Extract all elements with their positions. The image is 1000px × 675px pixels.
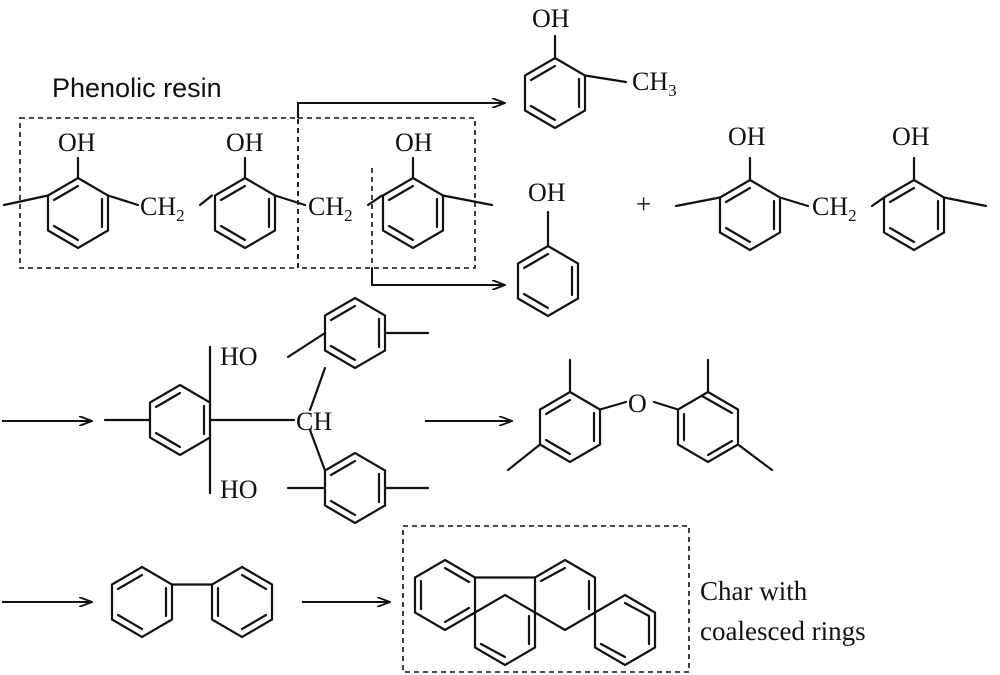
- bisphenol-oh-label-2: OH: [892, 122, 930, 151]
- oh-label-3: OH: [395, 128, 433, 157]
- ch3-label: CH3: [632, 67, 677, 100]
- bisphenol-oh-label-1: OH: [728, 122, 766, 151]
- phenol-molecule: [516, 210, 580, 318]
- bisphenol-ring-2: [882, 156, 988, 252]
- resin-ring-2: [213, 156, 307, 250]
- methylene-upper-ring: [286, 296, 430, 412]
- ch2-label-1: CH2: [140, 192, 185, 225]
- plus-sign: +: [636, 189, 651, 219]
- phenol-oh-label: OH: [528, 178, 566, 207]
- arrow-to-cresol: [297, 103, 505, 118]
- oh-label-2: OH: [226, 128, 264, 157]
- ether-ring-right: [652, 358, 774, 472]
- char-label-line1: Char with: [700, 576, 808, 606]
- resin-ring-1: [2, 156, 140, 250]
- char-fused-rings: [413, 558, 657, 667]
- bisphenol-ch2-label: CH2: [812, 192, 857, 225]
- cresol-molecule: [523, 34, 628, 130]
- oh-label-1: OH: [58, 128, 96, 157]
- biphenyl-molecule: [110, 565, 274, 639]
- methylene-lower-ring: [286, 428, 430, 525]
- ch2-label-2: CH2: [308, 192, 353, 225]
- methylene-left-ring: [103, 345, 296, 495]
- ether-ring-left: [506, 358, 628, 472]
- ho-label-bottom: HO: [220, 475, 258, 504]
- char-label-line2: coalesced rings: [700, 616, 866, 646]
- ho-label-top: HO: [220, 342, 258, 371]
- arrow-to-phenol: [371, 268, 505, 285]
- ch-label: CH: [296, 407, 332, 436]
- cresol-oh-label: OH: [532, 4, 570, 33]
- diagram-title: Phenolic resin: [52, 73, 222, 103]
- bisphenol-ring-1: [674, 156, 810, 252]
- resin-ring-3: [381, 156, 494, 250]
- char-dashed-box: [402, 525, 690, 673]
- dashed-box-right: [297, 117, 476, 269]
- ether-o-label: O: [628, 389, 647, 418]
